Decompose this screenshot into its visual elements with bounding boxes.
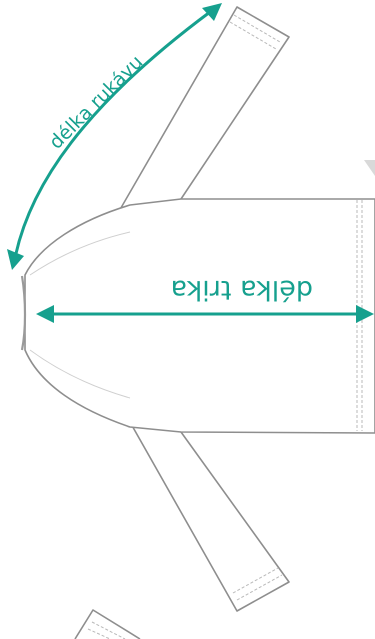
shading-line-top [29,231,131,276]
lower-cuff-stitch-2 [232,567,279,594]
sleeve-length-arrow [13,10,212,260]
sleeve-arrowhead-end [202,3,222,21]
shirt-length-label: délka trika [171,274,313,305]
sleeve-length-label: délka rukávu [45,51,147,153]
collar [20,275,27,351]
tshirt-outline [20,6,375,612]
shirt-arrowhead-start [36,305,54,323]
shirt-arrowhead-end [356,305,374,323]
grey-corner-marker [364,160,375,176]
shirt-length-measure: délka trika [36,274,374,323]
second-garment-partial [74,609,141,639]
upper-cuff-stitch-2 [229,21,277,50]
shirt-body [24,198,375,434]
sleeve-arrowhead-start [7,249,24,270]
upper-cuff-stitch-1 [233,14,281,43]
shading-line-bottom [29,349,131,399]
lower-cuff-stitch-1 [236,574,283,601]
